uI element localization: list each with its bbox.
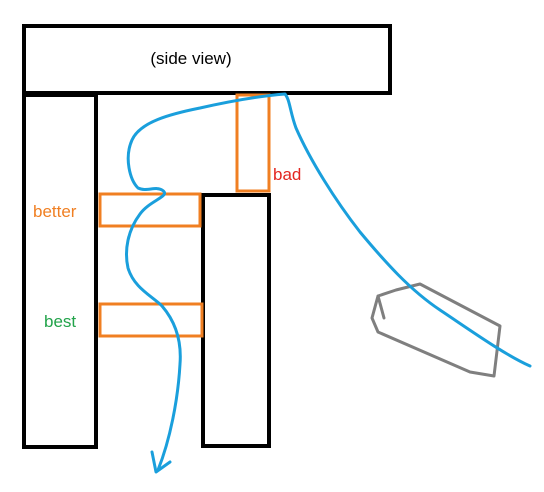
best-label: best [44,312,76,331]
bad-placement-box [235,93,271,193]
device-outline [370,282,502,378]
left-post [22,93,98,449]
better-label: better [33,202,77,221]
best-placement-box [98,302,204,338]
top-bar [22,24,392,95]
bad-label: bad [273,165,301,184]
cable-arrowhead [150,450,172,474]
better-placement-box [98,192,202,228]
top-bar-label: (side view) [150,49,231,68]
cable-path [125,92,532,472]
right-post [201,193,271,448]
